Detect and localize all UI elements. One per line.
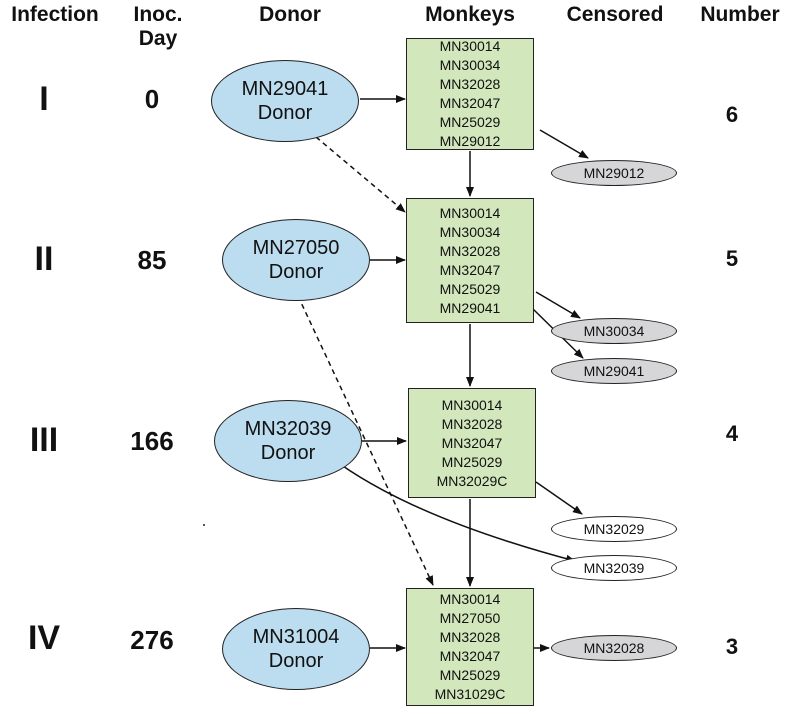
dashed-donor-I-to-box-II: [315, 136, 406, 213]
arrow-box-III-to-censored-MN32029: [535, 481, 583, 515]
stray-dot: [203, 524, 205, 526]
monkey-IV-6: MN31029C: [434, 686, 506, 702]
number-III: 4: [725, 421, 739, 446]
header-censored: Censored: [566, 3, 664, 26]
infection-label-I: I: [39, 80, 49, 118]
donor-id-III: MN32039: [244, 418, 332, 440]
header-donor: Donor: [259, 3, 321, 26]
header-infection: Infection: [11, 3, 99, 26]
inoc-day-II: 85: [137, 245, 167, 275]
monkey-box-I: MN30014 MN30034 MN32028 MN32047 MN25029 …: [406, 38, 534, 150]
arrow-box-II-to-censored-MN30034: [535, 291, 581, 319]
monkey-II-6: MN29041: [439, 299, 501, 316]
monkey-I-4: MN32047: [439, 95, 501, 111]
monkey-II-4: MN32047: [439, 261, 501, 278]
header-monkeys: Monkeys: [425, 3, 515, 26]
donor-label-IV: Donor: [268, 650, 324, 672]
donor-id-II: MN27050: [252, 237, 340, 259]
monkey-IV-1: MN30014: [439, 591, 501, 607]
censored-MN32028: MN32028: [551, 635, 677, 661]
monkey-IV-4: MN32047: [439, 648, 501, 664]
header-inoc-day: Inoc. Day: [118, 3, 198, 51]
monkey-box-IV: MN30014 MN27050 MN32028 MN32047 MN25029 …: [406, 588, 534, 706]
monkey-III-5: MN32029C: [436, 472, 508, 489]
number-IV: 3: [725, 634, 739, 659]
donor-label-III: Donor: [260, 442, 316, 464]
inoc-day-III: 166: [130, 426, 174, 456]
monkey-III-4: MN25029: [441, 453, 503, 470]
arrow-box-I-to-censored-MN29012: [539, 129, 589, 159]
donor-ellipse-I: MN29041 Donor: [211, 60, 359, 142]
monkey-box-II: MN30014 MN30034 MN32028 MN32047 MN25029 …: [406, 198, 534, 323]
donor-label-II: Donor: [268, 261, 324, 283]
censored-MN32029: MN32029: [551, 516, 677, 542]
donor-ellipse-III: MN32039 Donor: [214, 400, 362, 482]
number-I: 6: [725, 102, 739, 127]
donor-ellipse-II: MN27050 Donor: [222, 219, 370, 301]
monkey-II-2: MN30034: [439, 223, 501, 240]
header-inoc-day-line1: Inoc.: [133, 3, 183, 26]
monkey-I-2: MN30034: [439, 57, 501, 73]
monkey-IV-2: MN27050: [439, 610, 501, 626]
infection-label-II: II: [34, 240, 54, 278]
censored-MN29041: MN29041: [551, 358, 677, 384]
monkey-III-1: MN30014: [441, 396, 503, 413]
infection-label-IV: IV: [27, 619, 61, 657]
donor-id-I: MN29041: [241, 78, 329, 100]
number-II: 5: [725, 246, 739, 271]
monkey-I-3: MN32028: [439, 76, 501, 92]
donor-label-I: Donor: [257, 102, 313, 124]
monkey-II-5: MN25029: [439, 280, 501, 297]
dashed-donor-II-to-box-IV: [297, 295, 434, 586]
monkey-I-6: MN29012: [439, 133, 501, 149]
censored-MN30034: MN30034: [551, 318, 677, 344]
monkey-box-III: MN30014 MN32028 MN32047 MN25029 MN32029C: [408, 388, 536, 498]
monkey-II-1: MN30014: [439, 204, 501, 221]
monkey-III-2: MN32028: [441, 415, 503, 432]
monkey-IV-5: MN25029: [439, 667, 501, 683]
monkey-II-3: MN32028: [439, 242, 501, 259]
monkey-IV-3: MN32028: [439, 629, 501, 645]
infection-label-III: III: [29, 421, 59, 459]
inoc-day-I: 0: [144, 84, 160, 114]
arrow-donor-III-to-censored-MN32039: [339, 463, 576, 563]
monkey-III-3: MN32047: [441, 434, 503, 451]
header-inoc-day-line2: Day: [138, 27, 178, 50]
censored-MN29012: MN29012: [551, 160, 677, 186]
monkey-I-5: MN25029: [439, 114, 501, 130]
censored-MN32039: MN32039: [551, 555, 677, 581]
inoc-day-IV: 276: [130, 625, 174, 655]
monkey-I-1: MN30014: [439, 38, 501, 54]
donor-id-IV: MN31004: [252, 626, 340, 648]
donor-ellipse-IV: MN31004 Donor: [222, 608, 370, 690]
header-number: Number: [700, 3, 780, 26]
